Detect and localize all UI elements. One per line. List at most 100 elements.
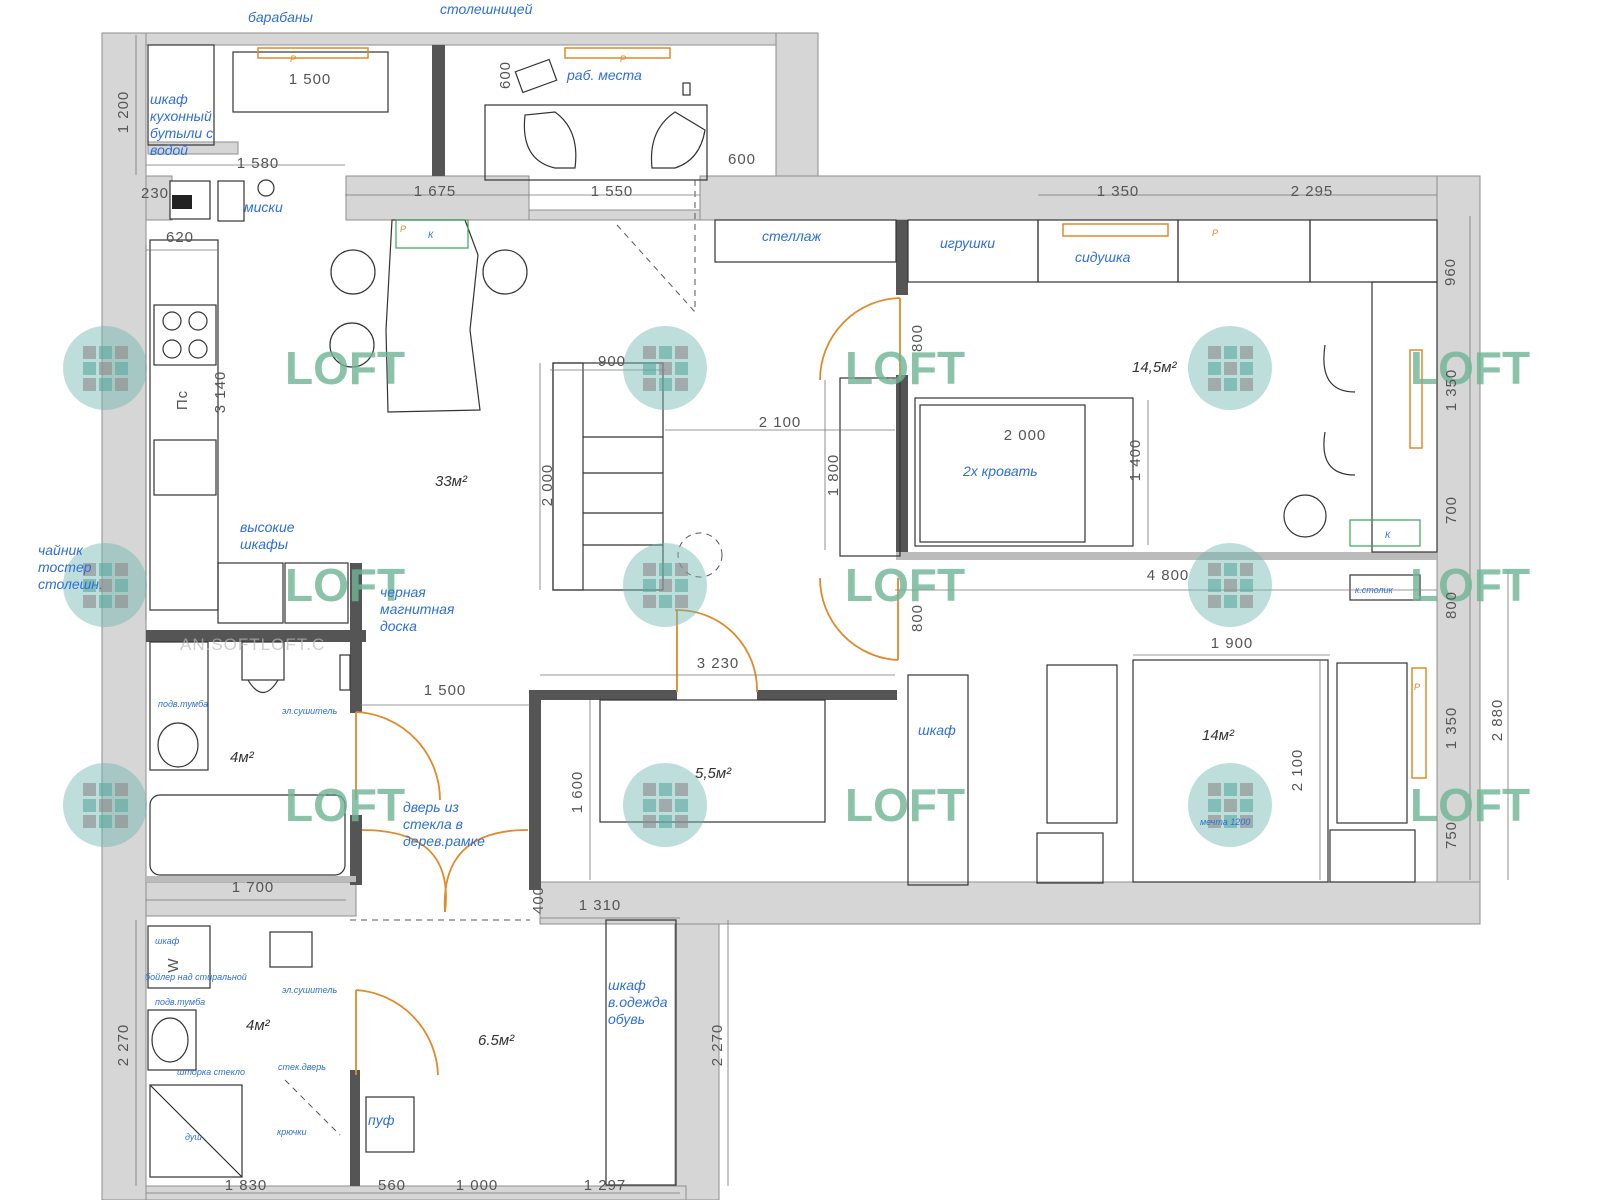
furniture <box>147 44 1438 1186</box>
watermark-tile <box>1208 346 1221 359</box>
dim-label: 2 100 <box>1289 749 1306 792</box>
label-towel-2: эл.сушитель <box>282 985 337 995</box>
watermark-tile <box>83 346 96 359</box>
watermark-tile <box>83 815 96 828</box>
watermark-tile <box>1240 783 1253 796</box>
watermark-tile <box>643 579 656 592</box>
watermark-tile <box>675 815 688 828</box>
dining-table <box>385 219 481 413</box>
label-r1: Р <box>1212 228 1218 238</box>
tall-cabinet-1 <box>217 562 284 624</box>
watermark-tile <box>1224 595 1237 608</box>
label-glass-door-1: дверь из <box>403 799 459 815</box>
area-kids: 14м² <box>1202 727 1235 744</box>
bath1-toilet <box>247 679 279 694</box>
label-bottles: бутыли с <box>150 125 213 141</box>
watermark-tile <box>1224 799 1237 812</box>
storage-left-wall <box>529 690 541 890</box>
partitions <box>146 45 1437 1186</box>
label-pouf: пуф <box>368 1112 395 1128</box>
bedroom-kids-wall <box>896 552 1437 560</box>
watermark-tile <box>1224 579 1237 592</box>
label-water: водой <box>150 142 188 158</box>
watermark-logo <box>1188 763 1272 847</box>
dim-label: 600 <box>497 61 514 89</box>
hob-ring <box>188 311 208 331</box>
dim-label: 1 200 <box>115 91 132 134</box>
label-r4: Р <box>400 224 406 234</box>
watermark-tile <box>1224 563 1237 576</box>
watermark-tile <box>1224 783 1237 796</box>
watermark-tile <box>1208 799 1221 812</box>
watermark-logo <box>623 326 707 410</box>
watermark-tile <box>1208 595 1221 608</box>
watermark-tile <box>115 815 128 828</box>
dim-label: 1 800 <box>825 454 842 497</box>
label-r2: Р <box>290 54 296 64</box>
label-magnetic: магнитная <box>380 601 455 617</box>
bed-mattress <box>919 404 1086 543</box>
area-bedroom: 14,5м² <box>1132 359 1177 376</box>
dim-label: 1 580 <box>237 155 280 172</box>
label-cabinets: шкафы <box>240 536 289 552</box>
dim-label: 1 675 <box>414 183 457 200</box>
label-toaster: тостер <box>38 559 92 575</box>
dim-label: 1 310 <box>579 897 622 914</box>
watermark-tile <box>1240 378 1253 391</box>
dim-label: 900 <box>598 353 626 370</box>
phone <box>682 82 691 96</box>
dim-label: 230 <box>141 185 169 202</box>
wall-top-mid-thin <box>528 209 701 221</box>
kid-light <box>1411 667 1427 779</box>
watermark-logo <box>63 326 147 410</box>
label-kettle: чайник <box>38 542 84 558</box>
label-r5: Р <box>1414 682 1420 692</box>
bath2-toilet-tank <box>269 931 313 968</box>
dim-label: 800 <box>909 324 926 352</box>
watermark-tile <box>1208 378 1221 391</box>
watermark-tile <box>1224 378 1237 391</box>
watermark-tile <box>659 783 672 796</box>
bedroom-desk <box>1371 281 1438 553</box>
label-drums: барабаны <box>248 9 314 25</box>
bath2-door <box>355 989 439 1076</box>
label-boiler: бойлер над стиральной <box>145 972 247 982</box>
bath1-towel-dryer <box>339 654 351 691</box>
label-k2: К <box>1385 530 1391 540</box>
watermark-tile <box>83 595 96 608</box>
rack <box>714 219 897 263</box>
watermark-logo <box>623 543 707 627</box>
outlet-block <box>395 219 469 249</box>
dim-label: 960 <box>1442 258 1459 286</box>
watermark-tile <box>643 595 656 608</box>
watermark-tile <box>643 378 656 391</box>
watermark-tile <box>675 346 688 359</box>
area-bath1: 4м² <box>230 749 255 766</box>
bath2-sink <box>151 1017 189 1063</box>
wall-top-right <box>699 175 1481 221</box>
watermark-tile <box>1240 815 1253 828</box>
dim-label: 1 000 <box>456 1177 499 1194</box>
watermark-tile <box>643 362 656 375</box>
dim-label: 1 830 <box>225 1177 268 1194</box>
watermark-tile <box>675 579 688 592</box>
bedroom-partition-mid <box>896 375 908 555</box>
dim-label: 600 <box>728 151 756 168</box>
bath2-sink-cabinet <box>147 1009 197 1071</box>
watermark-tile <box>1240 563 1253 576</box>
watermark-logo <box>623 763 707 847</box>
watermark-tile <box>1240 362 1253 375</box>
wall-between-baths <box>145 881 357 917</box>
label-k1: К <box>428 230 434 240</box>
watermark-tile <box>1240 799 1253 812</box>
watermark-tile <box>1240 595 1253 608</box>
bowls-box <box>217 180 245 222</box>
hob-ring <box>162 339 182 359</box>
dim-label: 2 000 <box>539 464 556 507</box>
watermark-tile <box>115 346 128 359</box>
bedroom-door <box>819 297 901 381</box>
bedroom-outlet <box>1349 519 1421 547</box>
watermark-tile <box>99 783 112 796</box>
ceiling-lamp <box>677 532 723 578</box>
watermark-tile <box>659 563 672 576</box>
